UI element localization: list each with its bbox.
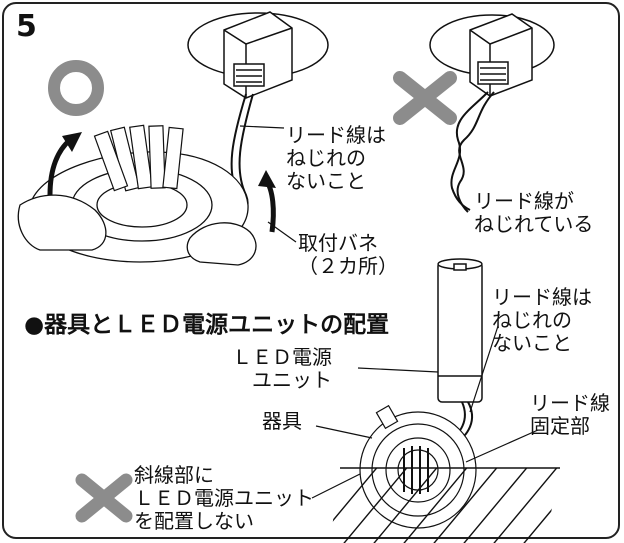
label-lead-ng: リード線が ねじれている bbox=[474, 189, 594, 236]
step-number: 5 bbox=[16, 9, 37, 44]
fixture-top-view bbox=[359, 404, 477, 529]
led-power-unit-tube bbox=[437, 258, 483, 403]
label-spring: 取付バネ （２カ所） bbox=[298, 231, 398, 278]
label-fixture: 器具 bbox=[262, 409, 302, 433]
label-lead-ok: リード線は ねじれの ないこと bbox=[286, 123, 386, 193]
fixture-ok bbox=[17, 124, 257, 266]
power-unit-box-ok bbox=[223, 11, 293, 99]
circle-ok-mark bbox=[48, 60, 104, 116]
label-hatched-warning: 斜線部に ＬＥＤ電源ユニット を配置しない bbox=[134, 463, 314, 533]
section-title: ●器具とＬＥＤ電源ユニットの配置 bbox=[24, 312, 390, 338]
callout-spring bbox=[267, 221, 297, 243]
label-lead-fixing: リード線 固定部 bbox=[530, 391, 610, 438]
label-led-unit: ＬＥＤ電源 ユニット bbox=[232, 345, 332, 392]
power-unit-box-ng bbox=[469, 13, 533, 97]
rotation-arrow-left bbox=[47, 132, 82, 196]
label-lead-ok-2: リード線は ねじれの ないこと bbox=[492, 285, 592, 355]
instruction-panel bbox=[2, 2, 620, 539]
rotation-arrow-right bbox=[258, 170, 276, 233]
callout-lines-lower bbox=[311, 325, 539, 499]
hatched-area bbox=[330, 468, 560, 543]
cross-ng-mark bbox=[75, 473, 133, 523]
callout-lead-ok bbox=[239, 125, 285, 129]
lead-wire-twisted bbox=[450, 91, 495, 213]
cross-ng-mark-top bbox=[393, 71, 457, 125]
